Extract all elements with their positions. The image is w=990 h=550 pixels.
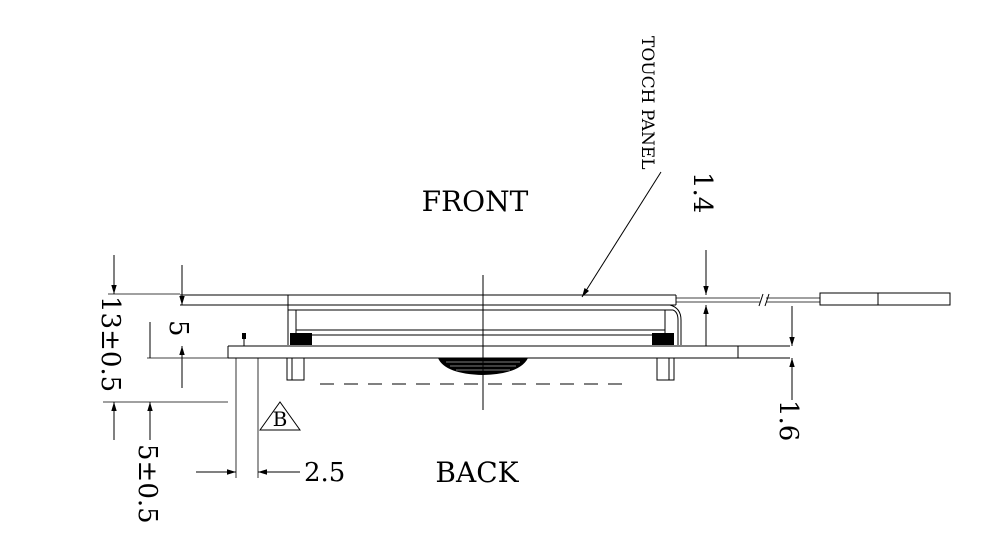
- dimension-13-label: 13±0.5: [95, 296, 125, 392]
- touch-panel-label: TOUCH PANEL: [637, 36, 657, 170]
- touch-panel-leader: [581, 171, 662, 298]
- front-label: FRONT: [422, 185, 529, 218]
- dimension-height-5: [147, 265, 228, 388]
- dimension-2-5-label: 2.5: [304, 458, 345, 488]
- fpc-cable: [676, 292, 951, 307]
- dimension-5-tol-label: 5±0.5: [132, 444, 162, 524]
- center-line: [320, 275, 625, 410]
- pin-marker: [242, 333, 246, 346]
- board-standoffs: [286, 357, 675, 381]
- dimension-1-6-label: 1.6: [773, 400, 803, 441]
- datum-triangle: [259, 401, 301, 431]
- touch-panel-glass: [180, 294, 677, 306]
- display-frame: [287, 304, 682, 345]
- dimension-5-label: 5: [163, 320, 193, 337]
- dimension-width-2-5: [196, 358, 300, 478]
- dimension-1-4-label: 1.4: [687, 172, 717, 213]
- dimension-fpc-1-4: [678, 250, 712, 347]
- datum-b-label: B: [273, 407, 288, 431]
- back-label: BACK: [435, 456, 519, 489]
- dimension-total-height: [103, 255, 228, 440]
- pcb-board: [227, 345, 790, 359]
